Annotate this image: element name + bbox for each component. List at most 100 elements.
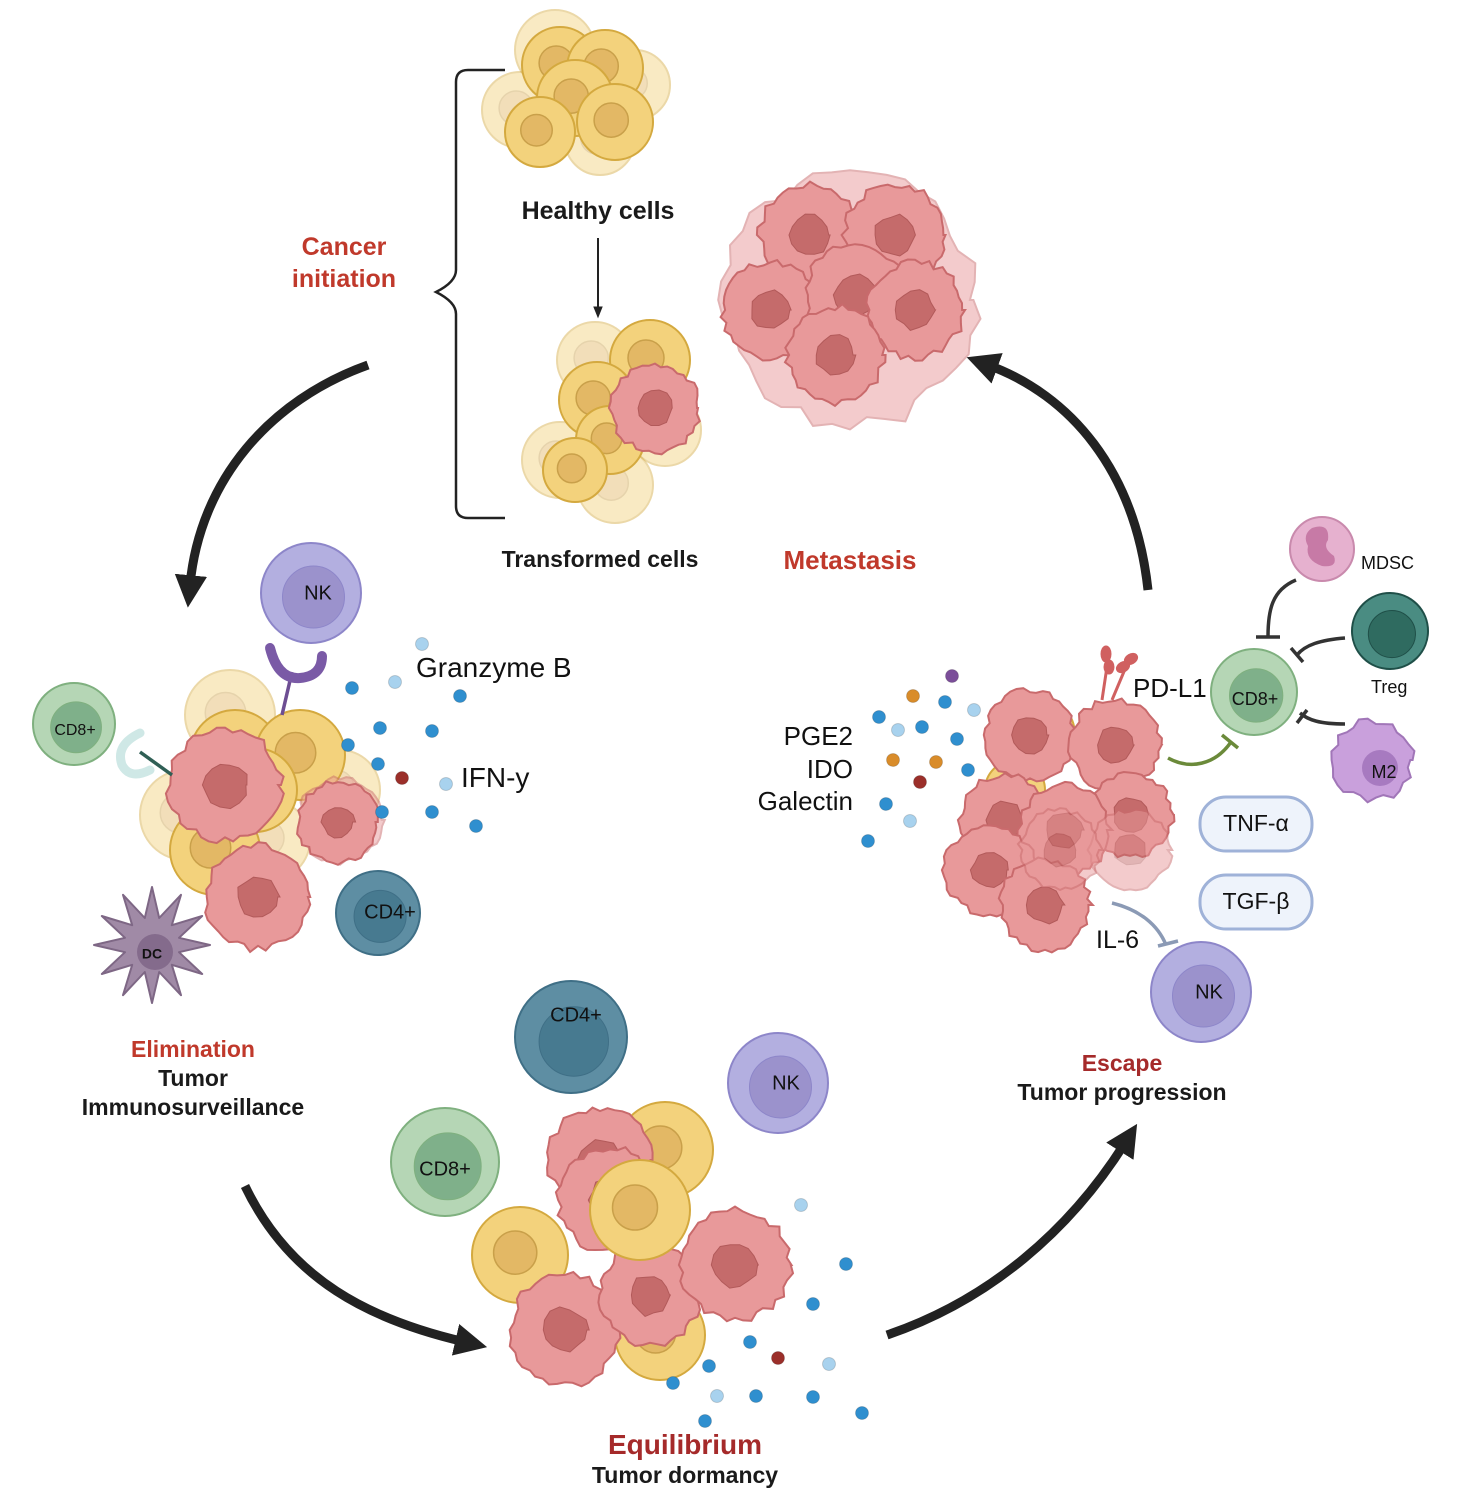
cytokine-dot xyxy=(839,1257,853,1271)
equilibrium-title: Equilibrium xyxy=(608,1429,762,1460)
cytokine-dot xyxy=(806,1297,820,1311)
cytokine-dot xyxy=(375,805,389,819)
cd4-label-elimination: CD4+ xyxy=(364,901,416,923)
cytokine-dot xyxy=(469,819,483,833)
cytokine-dot xyxy=(710,1389,724,1403)
pdl1-inhibition xyxy=(1167,740,1233,767)
arrow-elimination-to-equilibrium xyxy=(240,1184,488,1356)
cytokine-dot xyxy=(945,669,959,683)
cytokine-dot xyxy=(666,1376,680,1390)
escape-subtitle: Tumor progression xyxy=(1017,1079,1226,1105)
tumor-cell xyxy=(677,1205,795,1323)
healthy-cells-label: Healthy cells xyxy=(522,197,675,225)
cytokine-dot xyxy=(906,689,920,703)
tumor-cell xyxy=(204,841,312,954)
cd8-cell xyxy=(390,1107,500,1217)
cytokine-dot xyxy=(341,738,355,752)
escape-title: Escape xyxy=(1082,1050,1163,1076)
cytokine-dot xyxy=(879,797,893,811)
dendritic-cell xyxy=(93,886,211,1004)
arrow-equilibrium-to-escape xyxy=(885,1123,1138,1340)
cytokine-dot xyxy=(872,710,886,724)
cytokine-dot xyxy=(967,703,981,717)
ifn-gamma-label: IFN-y xyxy=(461,762,529,793)
cd8-cell xyxy=(1210,648,1298,736)
factor-galectin: Galectin xyxy=(758,786,853,816)
tumor-cell xyxy=(865,258,967,362)
nk-cell xyxy=(1150,941,1252,1043)
cytokine-dot xyxy=(794,1198,808,1212)
tumor-cell xyxy=(1086,808,1174,892)
cytokine-dot xyxy=(913,775,927,789)
cytokine-dot xyxy=(822,1357,836,1371)
nk-label-escape: NK xyxy=(1195,981,1223,1003)
tumor-cell xyxy=(508,1270,623,1388)
cd4-cell xyxy=(335,870,421,956)
cells-layer xyxy=(32,9,1429,1388)
cd8-label-elimination: CD8+ xyxy=(54,722,95,739)
cytokine-dot xyxy=(698,1414,712,1428)
cytokine-dot xyxy=(861,834,875,848)
treg-cell xyxy=(1351,592,1429,670)
cytokine-dot xyxy=(806,1390,820,1404)
pd-l1-label: PD-L1 xyxy=(1133,673,1207,703)
cytokine-dot xyxy=(395,771,409,785)
healthy-cell xyxy=(589,1159,691,1261)
cd8-label-equilibrium: CD8+ xyxy=(419,1158,471,1180)
tumor-cell xyxy=(1016,807,1105,892)
tnf-alpha-pill xyxy=(1198,795,1314,853)
cd4-label-equilibrium: CD4+ xyxy=(550,1004,602,1026)
m2-inhibition xyxy=(1298,711,1346,726)
equilibrium-subtitle: Tumor dormancy xyxy=(592,1462,778,1488)
tumor-cell xyxy=(164,726,285,845)
cytokine-dot xyxy=(388,675,402,689)
factor-ido: IDO xyxy=(807,754,853,784)
cd8-cell xyxy=(32,682,116,766)
tgf-beta-pill xyxy=(1198,873,1314,931)
tumor-cell xyxy=(783,302,887,408)
cytokine-dot xyxy=(453,689,467,703)
initiation-brace xyxy=(433,68,505,520)
nk-receptor-icon xyxy=(265,643,327,684)
cytokine-dot xyxy=(950,732,964,746)
healthy-cell xyxy=(542,437,608,503)
mdsc-inhibition xyxy=(1266,578,1297,638)
il6-inhibition xyxy=(1111,901,1168,946)
nk-cell xyxy=(727,1032,829,1134)
cytokine-dot xyxy=(903,814,917,828)
treg-inhibition xyxy=(1295,636,1346,657)
elimination-line-2: Immunosurveillance xyxy=(82,1094,304,1120)
cytokine-dot xyxy=(439,777,453,791)
tumor-cell xyxy=(607,362,701,456)
cd4-cell xyxy=(514,980,628,1094)
cytokine-dot xyxy=(425,724,439,738)
tumor-cell xyxy=(982,687,1078,784)
cytokine-dot xyxy=(915,720,929,734)
dc-label: DC xyxy=(142,946,162,962)
cancer-initiation-title-1: Cancer xyxy=(302,233,387,261)
treg-label: Treg xyxy=(1371,677,1407,697)
cytokine-dot xyxy=(929,755,943,769)
cancer-initiation-title-2: initiation xyxy=(292,265,396,293)
tumor-cell xyxy=(296,780,380,866)
healthy-cell xyxy=(576,83,654,161)
cytokine-dot xyxy=(961,763,975,777)
healthy-cell xyxy=(504,96,576,168)
elimination-title: Elimination xyxy=(131,1036,255,1062)
cd8-label-escape: CD8+ xyxy=(1232,689,1279,709)
cytokine-dot xyxy=(771,1351,785,1365)
cytokine-dot xyxy=(743,1335,757,1349)
metastasis-title: Metastasis xyxy=(784,545,917,575)
tgf-beta-label: TGF-β xyxy=(1223,888,1290,914)
arrow-initiation-to-elimination xyxy=(174,360,370,608)
mdsc-cell xyxy=(1289,516,1355,582)
il6-label: IL-6 xyxy=(1096,926,1139,954)
cytokine-dot xyxy=(702,1359,716,1373)
cytokine-dot xyxy=(415,637,429,651)
nk-label-equilibrium: NK xyxy=(772,1072,800,1094)
m2-macrophage xyxy=(1330,717,1416,804)
nk-cell xyxy=(260,542,362,644)
pd-l1-receptor-icon xyxy=(1100,645,1139,701)
nk-label-elimination: NK xyxy=(304,582,332,604)
